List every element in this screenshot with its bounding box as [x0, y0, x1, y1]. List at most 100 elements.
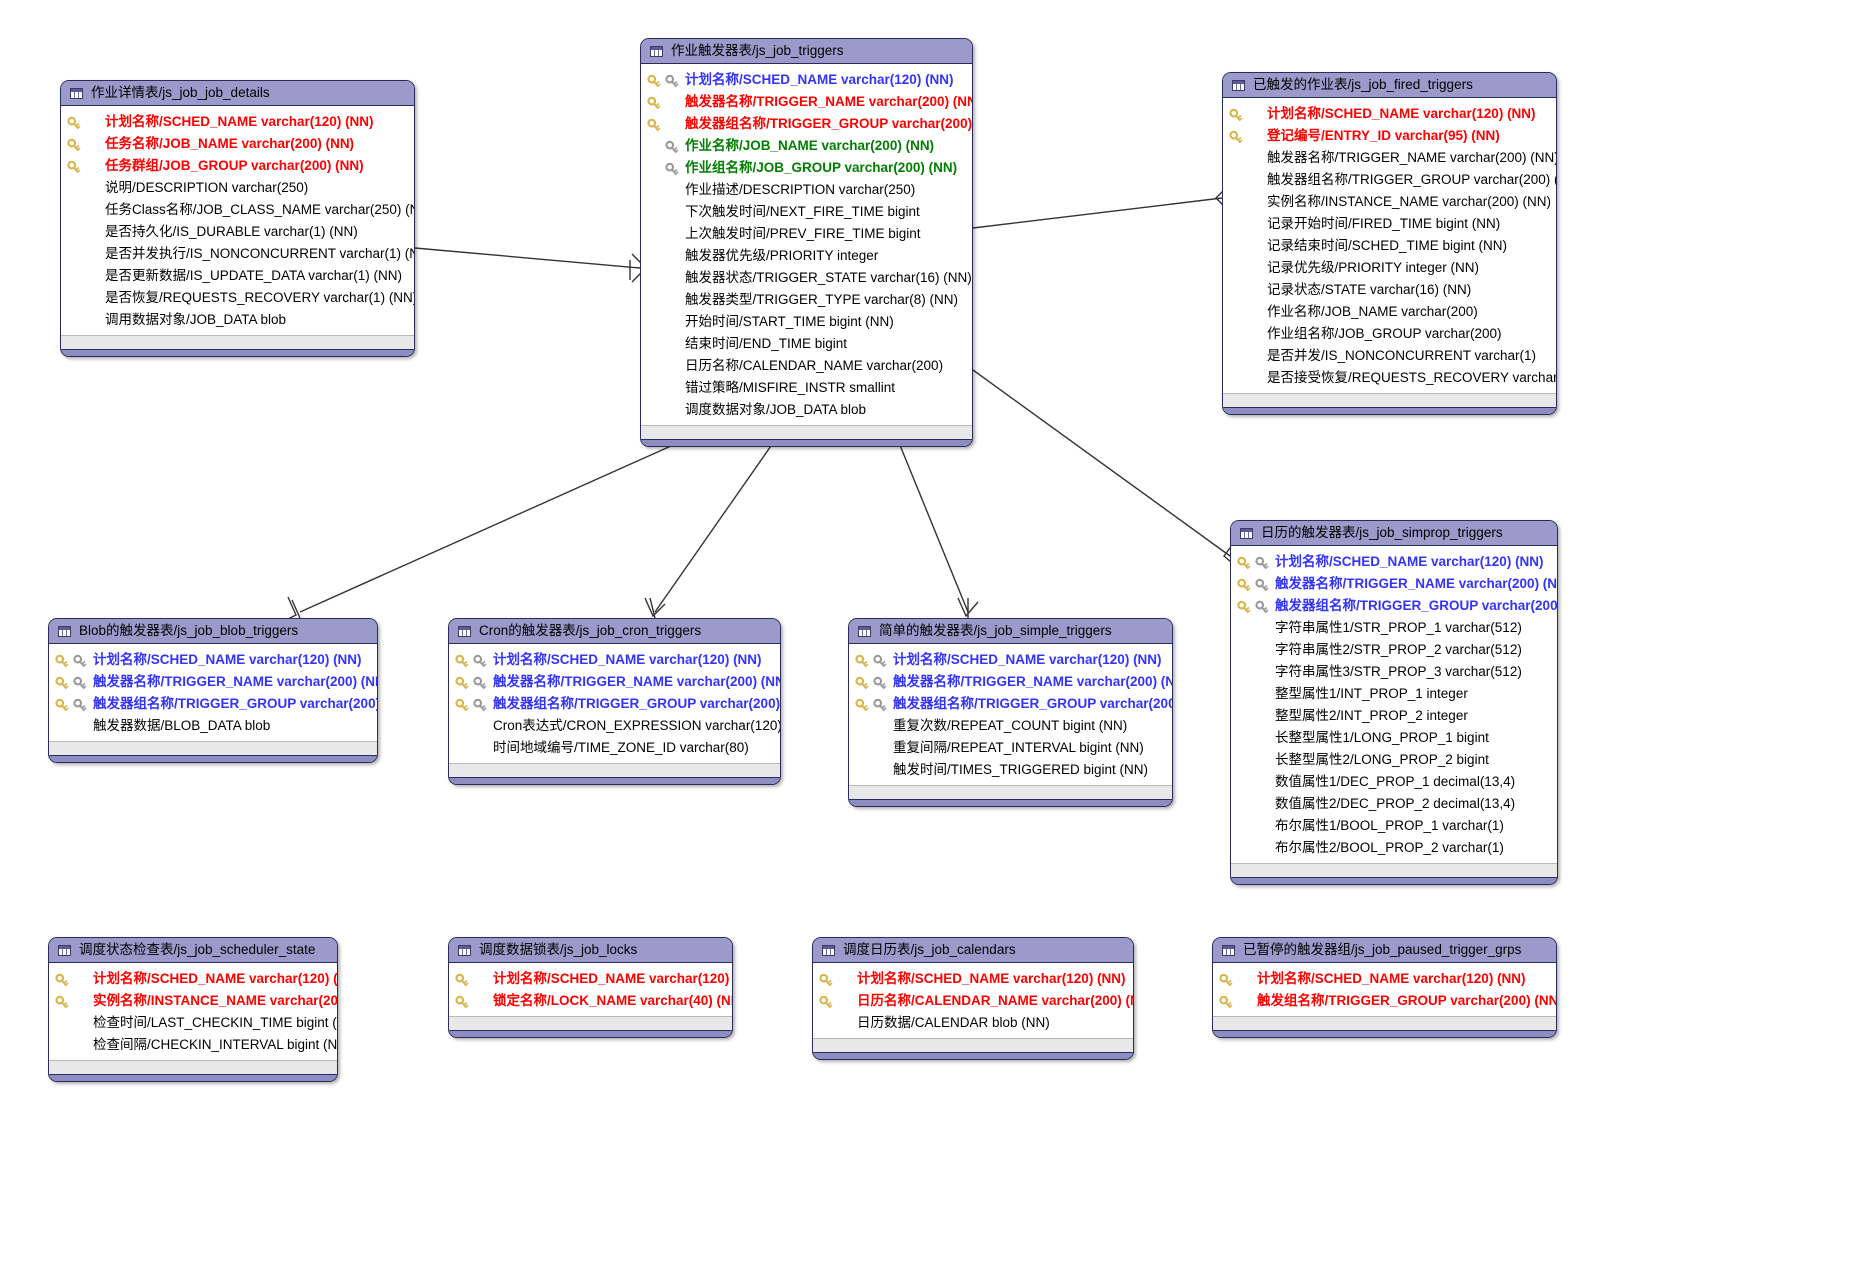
attribute-row[interactable]: 记录状态/STATE varchar(16) (NN)	[1229, 279, 1546, 301]
attribute-row[interactable]: 数值属性1/DEC_PROP_1 decimal(13,4)	[1237, 771, 1547, 793]
attribute-row[interactable]: 触发器类型/TRIGGER_TYPE varchar(8) (NN)	[647, 289, 962, 311]
attribute-row[interactable]: 下次触发时间/NEXT_FIRE_TIME bigint	[647, 201, 962, 223]
attribute-row[interactable]: 触发器状态/TRIGGER_STATE varchar(16) (NN)	[647, 267, 972, 289]
attribute-row[interactable]: 重复次数/REPEAT_COUNT bigint (NN)	[855, 715, 1162, 737]
attribute-row[interactable]: 作业名称/JOB_NAME varchar(200)	[1229, 301, 1546, 323]
attribute-row[interactable]: 开始时间/START_TIME bigint (NN)	[647, 311, 962, 333]
attribute-row[interactable]: 长整型属性2/LONG_PROP_2 bigint	[1237, 749, 1547, 771]
attribute-row[interactable]: 结束时间/END_TIME bigint	[647, 333, 962, 355]
attribute-row[interactable]: 计划名称/SCHED_NAME varchar(120) (NN)	[1229, 103, 1546, 125]
attribute-row[interactable]: 触发器组名称/TRIGGER_GROUP varchar(200) (NN)	[1237, 595, 1557, 617]
attribute-row[interactable]: 触发器组名称/TRIGGER_GROUP varchar(200) (NN)	[1229, 169, 1556, 191]
attribute-row[interactable]: Cron表达式/CRON_EXPRESSION varchar(120) (NN…	[455, 715, 780, 737]
attribute-row[interactable]: 任务名称/JOB_NAME varchar(200) (NN)	[67, 133, 404, 155]
attribute-row[interactable]: 是否更新数据/IS_UPDATE_DATA varchar(1) (NN)	[67, 265, 404, 287]
attribute-row[interactable]: 检查间隔/CHECKIN_INTERVAL bigint (NN)	[55, 1034, 337, 1056]
entity-js_job_simple_triggers[interactable]: 简单的触发器表/js_job_simple_triggers 计划名称/SCHED…	[848, 618, 1173, 807]
entity-header[interactable]: 作业触发器表/js_job_triggers	[641, 39, 972, 64]
attribute-row[interactable]: 触发器组名称/TRIGGER_GROUP varchar(200) (NN)	[455, 693, 780, 715]
attribute-row[interactable]: 计划名称/SCHED_NAME varchar(120) (NN)	[55, 968, 337, 990]
attribute-row[interactable]: 锁定名称/LOCK_NAME varchar(40) (NN)	[455, 990, 732, 1012]
attribute-row[interactable]: 计划名称/SCHED_NAME varchar(120) (NN)	[67, 111, 404, 133]
attribute-row[interactable]: 字符串属性3/STR_PROP_3 varchar(512)	[1237, 661, 1547, 683]
attribute-row[interactable]: 是否并发执行/IS_NONCONCURRENT varchar(1) (NN)	[67, 243, 414, 265]
attribute-row[interactable]: 是否持久化/IS_DURABLE varchar(1) (NN)	[67, 221, 404, 243]
attribute-row[interactable]: 错过策略/MISFIRE_INSTR smallint	[647, 377, 962, 399]
entity-js_job_locks[interactable]: 调度数据锁表/js_job_locks 计划名称/SCHED_NAME varch…	[448, 937, 733, 1038]
attribute-row[interactable]: 数值属性2/DEC_PROP_2 decimal(13,4)	[1237, 793, 1547, 815]
attribute-row[interactable]: 调度数据对象/JOB_DATA blob	[647, 399, 962, 421]
attribute-row[interactable]: 触发器名称/TRIGGER_NAME varchar(200) (NN)	[455, 671, 780, 693]
attribute-row[interactable]: 计划名称/SCHED_NAME varchar(120) (NN)	[455, 649, 770, 671]
attribute-row[interactable]: 字符串属性2/STR_PROP_2 varchar(512)	[1237, 639, 1547, 661]
entity-header[interactable]: 已触发的作业表/js_job_fired_triggers	[1223, 73, 1556, 98]
attribute-row[interactable]: 记录结束时间/SCHED_TIME bigint (NN)	[1229, 235, 1546, 257]
attribute-row[interactable]: 实例名称/INSTANCE_NAME varchar(200) (NN)	[1229, 191, 1551, 213]
entity-js_job_triggers[interactable]: 作业触发器表/js_job_triggers 计划名称/SCHED_NAME va…	[640, 38, 973, 447]
attribute-row[interactable]: 是否恢复/REQUESTS_RECOVERY varchar(1) (NN)	[67, 287, 414, 309]
attribute-row[interactable]: 触发时间/TIMES_TRIGGERED bigint (NN)	[855, 759, 1162, 781]
attribute-row[interactable]: 计划名称/SCHED_NAME varchar(120) (NN)	[819, 968, 1126, 990]
attribute-row[interactable]: 整型属性2/INT_PROP_2 integer	[1237, 705, 1547, 727]
attribute-row[interactable]: 触发器优先级/PRIORITY integer	[647, 245, 962, 267]
entity-js_job_paused_trigger_grps[interactable]: 已暂停的触发器组/js_job_paused_trigger_grps 计划名称/…	[1212, 937, 1557, 1038]
attribute-row[interactable]: 触发组名称/TRIGGER_GROUP varchar(200) (NN)	[1219, 990, 1556, 1012]
attribute-row[interactable]: 触发器名称/TRIGGER_NAME varchar(200) (NN)	[1229, 147, 1556, 169]
attribute-row[interactable]: 触发器组名称/TRIGGER_GROUP varchar(200) (NN)	[647, 113, 972, 135]
attribute-row[interactable]: 作业组名称/JOB_GROUP varchar(200) (NN)	[647, 157, 962, 179]
attribute-row[interactable]: 日历名称/CALENDAR_NAME varchar(200) (NN)	[819, 990, 1133, 1012]
entity-header[interactable]: 作业详情表/js_job_job_details	[61, 81, 414, 106]
attribute-row[interactable]: 任务群组/JOB_GROUP varchar(200) (NN)	[67, 155, 404, 177]
attribute-row[interactable]: 计划名称/SCHED_NAME varchar(120) (NN)	[855, 649, 1162, 671]
entity-header[interactable]: 简单的触发器表/js_job_simple_triggers	[849, 619, 1172, 644]
attribute-row[interactable]: 触发器名称/TRIGGER_NAME varchar(200) (NN)	[55, 671, 377, 693]
attribute-row[interactable]: 触发器数据/BLOB_DATA blob	[55, 715, 367, 737]
attribute-row[interactable]: 时间地域编号/TIME_ZONE_ID varchar(80)	[455, 737, 770, 759]
attribute-row[interactable]: 布尔属性2/BOOL_PROP_2 varchar(1)	[1237, 837, 1547, 859]
attribute-row[interactable]: 计划名称/SCHED_NAME varchar(120) (NN)	[55, 649, 367, 671]
entity-header[interactable]: Blob的触发器表/js_job_blob_triggers	[49, 619, 377, 644]
attribute-row[interactable]: 触发器名称/TRIGGER_NAME varchar(200) (NN)	[647, 91, 972, 113]
attribute-row[interactable]: 触发器组名称/TRIGGER_GROUP varchar(200) (NN)	[855, 693, 1172, 715]
attribute-row[interactable]: 作业名称/JOB_NAME varchar(200) (NN)	[647, 135, 962, 157]
attribute-row[interactable]: 长整型属性1/LONG_PROP_1 bigint	[1237, 727, 1547, 749]
attribute-row[interactable]: 计划名称/SCHED_NAME varchar(120) (NN)	[1237, 551, 1547, 573]
entity-header[interactable]: 调度状态检查表/js_job_scheduler_state	[49, 938, 337, 963]
attribute-row[interactable]: 调用数据对象/JOB_DATA blob	[67, 309, 404, 331]
entity-js_job_fired_triggers[interactable]: 已触发的作业表/js_job_fired_triggers 计划名称/SCHED_…	[1222, 72, 1557, 415]
entity-header[interactable]: 调度日历表/js_job_calendars	[813, 938, 1133, 963]
attribute-row[interactable]: 计划名称/SCHED_NAME varchar(120) (NN)	[647, 69, 962, 91]
entity-js_job_calendars[interactable]: 调度日历表/js_job_calendars 计划名称/SCHED_NAME va…	[812, 937, 1134, 1060]
attribute-row[interactable]: 实例名称/INSTANCE_NAME varchar(200) (NN)	[55, 990, 337, 1012]
attribute-row[interactable]: 触发器名称/TRIGGER_NAME varchar(200) (NN)	[855, 671, 1172, 693]
attribute-row[interactable]: 字符串属性1/STR_PROP_1 varchar(512)	[1237, 617, 1547, 639]
attribute-row[interactable]: 布尔属性1/BOOL_PROP_1 varchar(1)	[1237, 815, 1547, 837]
attribute-row[interactable]: 说明/DESCRIPTION varchar(250)	[67, 177, 404, 199]
attribute-row[interactable]: 作业描述/DESCRIPTION varchar(250)	[647, 179, 962, 201]
attribute-row[interactable]: 是否并发/IS_NONCONCURRENT varchar(1)	[1229, 345, 1546, 367]
entity-header[interactable]: 调度数据锁表/js_job_locks	[449, 938, 732, 963]
attribute-row[interactable]: 重复间隔/REPEAT_INTERVAL bigint (NN)	[855, 737, 1162, 759]
attribute-row[interactable]: 日历数据/CALENDAR blob (NN)	[819, 1012, 1123, 1034]
attribute-row[interactable]: 上次触发时间/PREV_FIRE_TIME bigint	[647, 223, 962, 245]
entity-header[interactable]: Cron的触发器表/js_job_cron_triggers	[449, 619, 780, 644]
attribute-row[interactable]: 触发器组名称/TRIGGER_GROUP varchar(200) (NN)	[55, 693, 377, 715]
attribute-row[interactable]: 登记编号/ENTRY_ID varchar(95) (NN)	[1229, 125, 1546, 147]
attribute-row[interactable]: 记录优先级/PRIORITY integer (NN)	[1229, 257, 1546, 279]
entity-js_job_job_details[interactable]: 作业详情表/js_job_job_details 计划名称/SCHED_NAME …	[60, 80, 415, 357]
attribute-row[interactable]: 任务Class名称/JOB_CLASS_NAME varchar(250) (N…	[67, 199, 414, 221]
attribute-row[interactable]: 触发器名称/TRIGGER_NAME varchar(200) (NN)	[1237, 573, 1557, 595]
entity-js_job_scheduler_state[interactable]: 调度状态检查表/js_job_scheduler_state 计划名称/SCHED…	[48, 937, 338, 1082]
attribute-row[interactable]: 整型属性1/INT_PROP_1 integer	[1237, 683, 1547, 705]
attribute-row[interactable]: 计划名称/SCHED_NAME varchar(120) (NN)	[455, 968, 732, 990]
attribute-row[interactable]: 记录开始时间/FIRED_TIME bigint (NN)	[1229, 213, 1546, 235]
attribute-row[interactable]: 是否接受恢复/REQUESTS_RECOVERY varchar(1)	[1229, 367, 1556, 389]
entity-js_job_blob_triggers[interactable]: Blob的触发器表/js_job_blob_triggers 计划名称/SCHED…	[48, 618, 378, 763]
attribute-row[interactable]: 计划名称/SCHED_NAME varchar(120) (NN)	[1219, 968, 1546, 990]
entity-header[interactable]: 已暂停的触发器组/js_job_paused_trigger_grps	[1213, 938, 1556, 963]
attribute-row[interactable]: 日历名称/CALENDAR_NAME varchar(200)	[647, 355, 962, 377]
attribute-row[interactable]: 检查时间/LAST_CHECKIN_TIME bigint (NN)	[55, 1012, 337, 1034]
entity-js_job_cron_triggers[interactable]: Cron的触发器表/js_job_cron_triggers 计划名称/SCHED…	[448, 618, 781, 785]
attribute-row[interactable]: 作业组名称/JOB_GROUP varchar(200)	[1229, 323, 1546, 345]
